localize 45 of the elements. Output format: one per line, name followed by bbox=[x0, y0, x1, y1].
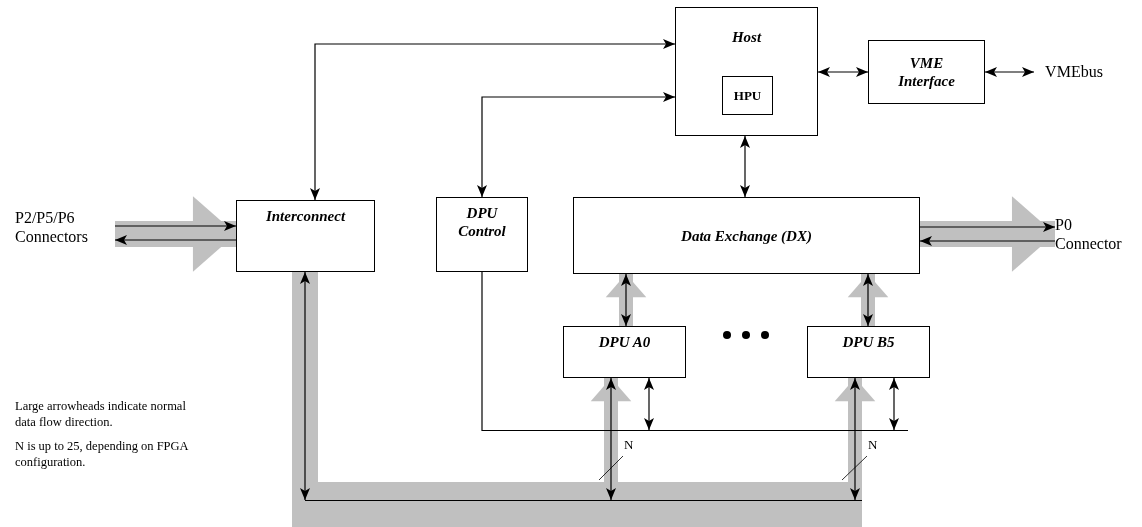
node-label: DPU Control bbox=[457, 204, 507, 240]
connector-text: P0 Connector bbox=[1055, 214, 1123, 254]
connector-arrow bbox=[114, 235, 237, 245]
data-flow-arrow bbox=[115, 196, 236, 272]
node-label: Interconnect bbox=[265, 207, 346, 225]
connector-arrow bbox=[863, 273, 873, 327]
data-exchange-box bbox=[573, 197, 920, 274]
node-label: HPU bbox=[733, 87, 762, 104]
connector-arrow bbox=[477, 92, 676, 198]
processor-box bbox=[807, 326, 930, 378]
note-text: Large arrowheads indicate normal data flow direction. bbox=[15, 398, 187, 431]
connector-arrow bbox=[310, 39, 676, 201]
host-box bbox=[675, 7, 818, 136]
connector-arrow bbox=[919, 236, 1056, 246]
connector-arrow bbox=[817, 67, 869, 77]
node-label: DPU B5 bbox=[842, 333, 895, 351]
connector-arrow bbox=[114, 221, 237, 231]
connector-arrow bbox=[740, 135, 750, 198]
connector-arrow bbox=[300, 271, 310, 501]
connector-arrow bbox=[919, 222, 1056, 232]
connector-arrow bbox=[621, 273, 631, 327]
edge-label: N bbox=[624, 438, 634, 451]
control-box bbox=[436, 197, 528, 272]
processor-box bbox=[563, 326, 686, 378]
connector-arrow bbox=[984, 67, 1035, 77]
connector-text: P2/P5/P6 Connectors bbox=[15, 207, 89, 247]
node-label: Data Exchange (DX) bbox=[681, 226, 812, 245]
node-label: DPU A0 bbox=[598, 333, 651, 351]
interface-box bbox=[868, 40, 985, 104]
hpu-box bbox=[722, 76, 773, 115]
data-flow-arrow bbox=[847, 274, 889, 326]
node-label: VME Interface bbox=[897, 54, 956, 90]
control-bus-line bbox=[482, 430, 908, 431]
interconnect-box bbox=[236, 200, 375, 272]
bus-name-text: VMEbus bbox=[1045, 62, 1103, 82]
connector-arrow bbox=[644, 377, 654, 431]
node-label: Host bbox=[731, 28, 762, 46]
data-bus-line bbox=[305, 500, 862, 501]
data-flow-arrow bbox=[605, 274, 647, 326]
note-text: N is up to 25, depending on FPGA configuration. bbox=[15, 438, 189, 471]
connector-arrow bbox=[850, 377, 860, 501]
connector-arrow bbox=[606, 377, 616, 501]
edge-label: N bbox=[868, 438, 878, 451]
connector-arrow bbox=[889, 377, 899, 431]
data-flow-arrow bbox=[920, 196, 1055, 272]
